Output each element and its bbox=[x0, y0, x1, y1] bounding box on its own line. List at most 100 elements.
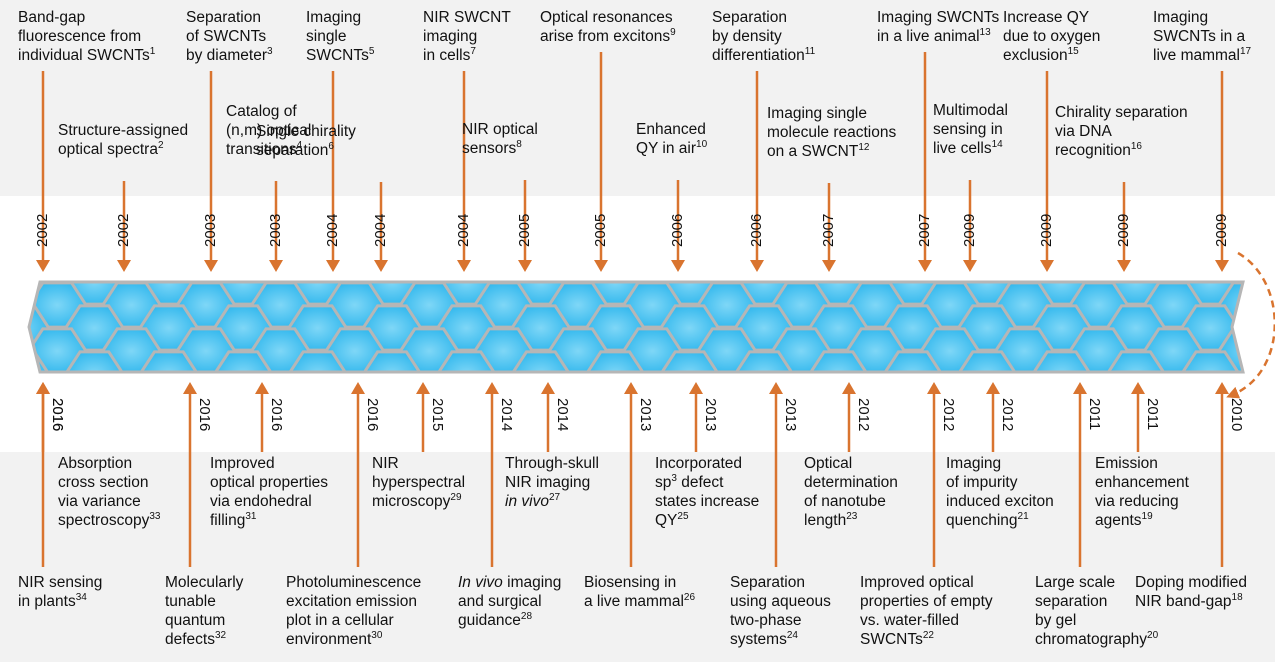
arrow-bottom-6-head bbox=[842, 382, 856, 394]
arrow-bottom-8-head bbox=[1131, 382, 1145, 394]
year-top2-6: 2007 bbox=[820, 213, 837, 247]
year-top-1: 2002 bbox=[34, 213, 51, 247]
year-top2-4: 2005 bbox=[516, 213, 533, 247]
year-top-9: 2009 bbox=[1213, 213, 1230, 247]
lattice-hexagon bbox=[212, 350, 274, 372]
year-top-5: 2005 bbox=[592, 213, 609, 247]
arrow-top2-5-head bbox=[671, 260, 685, 272]
lattice-hexagon bbox=[882, 350, 944, 372]
year-bottom-8: 2011 bbox=[1144, 398, 1161, 431]
top-label-band bbox=[0, 0, 1275, 196]
lattice-hexagon bbox=[1031, 350, 1093, 372]
arrow-top-9-head bbox=[1215, 260, 1229, 272]
year-top2-2: 2003 bbox=[267, 213, 284, 247]
arrow-top-1-head bbox=[36, 260, 50, 272]
lattice-hexagon bbox=[807, 350, 869, 372]
year-top-2: 2003 bbox=[202, 213, 219, 247]
arrow-bottom2-1-head bbox=[36, 382, 50, 394]
arrow-bottom2-5-head bbox=[624, 382, 638, 394]
year-top2-8: 2009 bbox=[1115, 213, 1132, 247]
arrow-top2-7-head bbox=[963, 260, 977, 272]
continuation-arrow bbox=[1226, 251, 1275, 399]
year-top-6: 2006 bbox=[748, 213, 765, 247]
lattice-hexagon bbox=[435, 350, 497, 372]
lattice-hexagon bbox=[138, 350, 200, 372]
year-top-4: 2004 bbox=[455, 213, 472, 247]
year-bottom-2: 2016 bbox=[268, 398, 285, 432]
year-top2-3: 2004 bbox=[372, 213, 389, 247]
arrow-top-3-head bbox=[326, 260, 340, 272]
arrow-top-4-head bbox=[457, 260, 471, 272]
year-bottom-3: 2015 bbox=[429, 398, 446, 432]
arrow-top-6-head bbox=[750, 260, 764, 272]
arrow-bottom2-4-head bbox=[485, 382, 499, 394]
year-top2-1: 2002 bbox=[115, 213, 132, 247]
year-bottom2-6: 2013 bbox=[782, 398, 799, 432]
arrow-bottom-7-head bbox=[986, 382, 1000, 394]
year-bottom2-9: 2010 bbox=[1228, 398, 1245, 432]
arrow-bottom-3-head bbox=[416, 382, 430, 394]
lattice-hexagon bbox=[1179, 350, 1241, 372]
year-bottom2-4: 2014 bbox=[498, 398, 515, 432]
nanotube-outline bbox=[27, 280, 1245, 374]
arrow-top2-4-head bbox=[518, 260, 532, 272]
year-top2-7: 2009 bbox=[961, 213, 978, 247]
lattice-hexagon bbox=[1105, 350, 1167, 372]
lattice-hexagon bbox=[63, 350, 125, 372]
bottom-label-band bbox=[0, 452, 1275, 662]
year-bottom-5: 2013 bbox=[702, 398, 719, 432]
lattice-hexagon bbox=[287, 350, 349, 372]
arrow-top-2-head bbox=[204, 260, 218, 272]
lattice-hexagon bbox=[510, 350, 572, 372]
arrow-bottom2-8-head bbox=[1073, 382, 1087, 394]
year-bottom-4: 2014 bbox=[554, 398, 571, 432]
arrow-bottom2-7-head bbox=[927, 382, 941, 394]
arrow-bottom2-6-head bbox=[769, 382, 783, 394]
lattice-hexagon bbox=[361, 350, 423, 372]
arrow-top-7-head bbox=[918, 260, 932, 272]
arrow-top2-1-head bbox=[117, 260, 131, 272]
year-top-3: 2004 bbox=[324, 213, 341, 247]
year-bottom2-2: 2016 bbox=[196, 398, 213, 432]
year-bottom2-8: 2011 bbox=[1086, 398, 1103, 431]
arrow-top2-2-head bbox=[269, 260, 283, 272]
year-top-7: 2007 bbox=[916, 213, 933, 247]
lattice-hexagon bbox=[659, 350, 721, 372]
arrow-top2-6-head bbox=[822, 260, 836, 272]
arrow-top-8-head bbox=[1040, 260, 1054, 272]
lattice-hexagon bbox=[584, 350, 646, 372]
year-bottom-6: 2012 bbox=[855, 398, 872, 432]
arrow-top-5-head bbox=[594, 260, 608, 272]
year-bottom2-5: 2013 bbox=[637, 398, 654, 432]
arrow-bottom-4-head bbox=[541, 382, 555, 394]
arrow-bottom-2-head bbox=[255, 382, 269, 394]
